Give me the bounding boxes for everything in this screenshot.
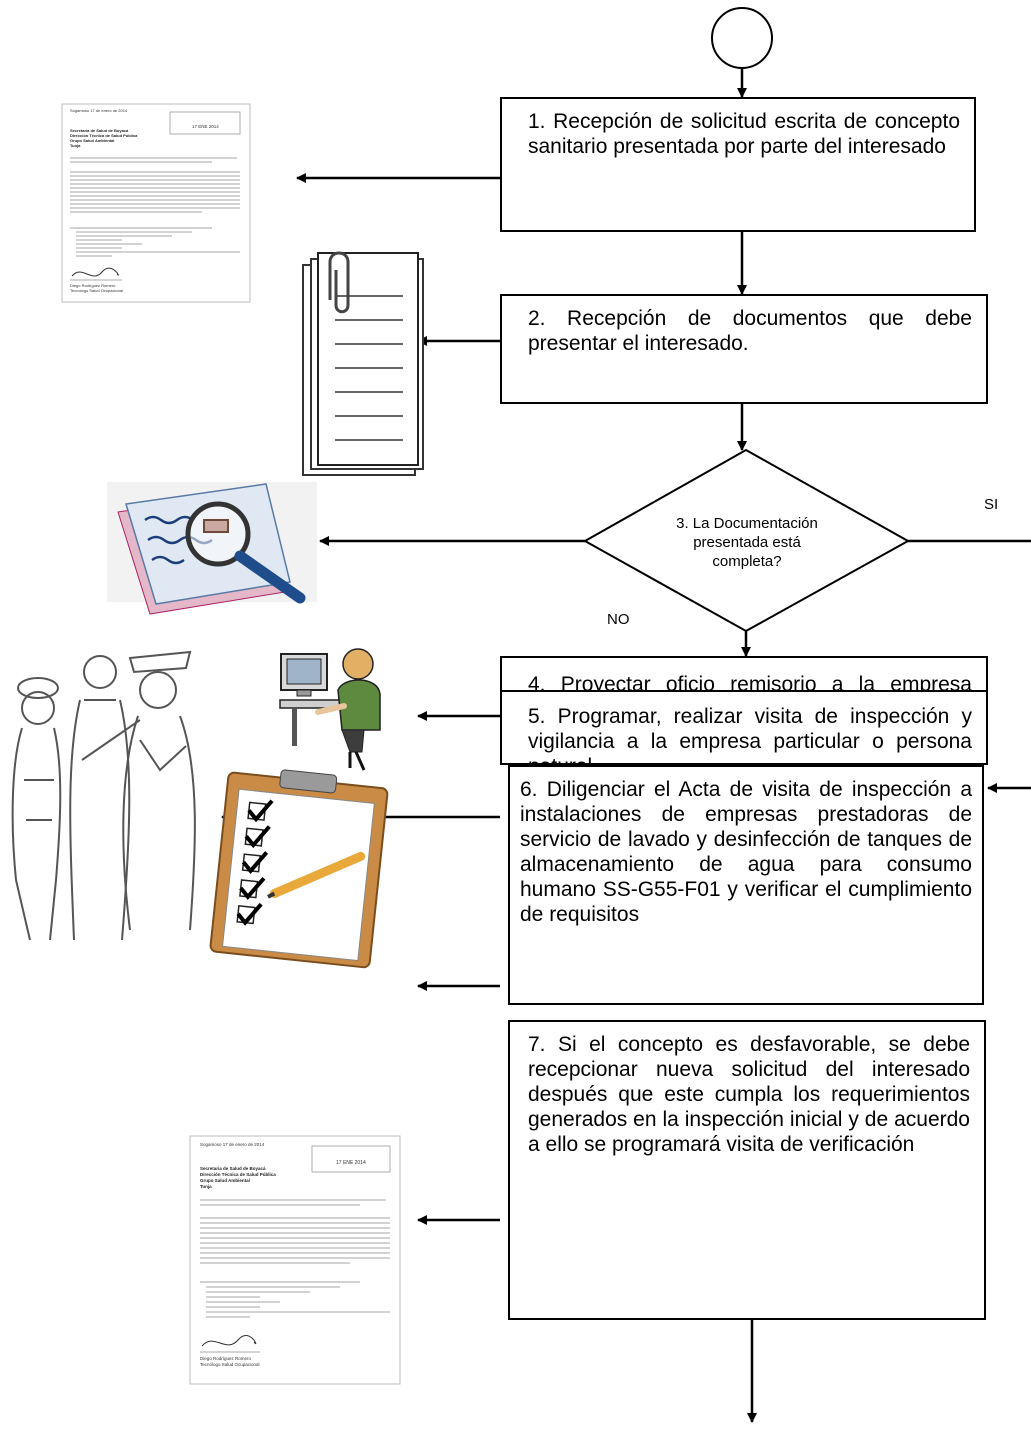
- letter-document-icon: Sogamoso 17 de enero de 2014 17 ENE 2014…: [61, 103, 251, 303]
- letter2-signer-title: Tecnólogo Salud Ocupacional: [200, 1362, 260, 1367]
- step-7-text: 7. Si el concepto es desfavorable, se de…: [528, 1033, 970, 1156]
- step-6-text: 6. Diligenciar el Acta de visita de insp…: [520, 778, 972, 926]
- letter2-recipient-line-1: Secretaria de Salud de Boyacá: [200, 1166, 266, 1171]
- letter2-date: Sogamoso 17 de enero de 2014: [200, 1142, 265, 1147]
- letter-recipient-line-1: Secretaria de Salud de Boyacá: [70, 128, 129, 133]
- checklist-clipboard-icon: [209, 769, 389, 969]
- no-label: NO: [607, 611, 630, 628]
- letter-stamp: 17 ENE 2014: [192, 124, 219, 129]
- letter2-recipient-line-2: Dirección Técnica de Salud Pública: [200, 1172, 276, 1177]
- person-at-computer-icon: [279, 648, 381, 771]
- letter2-recipient-line-4: Tunja: [200, 1184, 212, 1189]
- inspectors-group-icon: [8, 640, 204, 950]
- letter-recipient-line-2: Dirección Técnica de Salud Pública: [70, 133, 138, 138]
- yes-label: SI: [984, 496, 999, 513]
- letter-signer: Diego Rodríguez Romero: [70, 283, 116, 288]
- letter2-recipient-line-3: Grupo Salud Ambiental: [200, 1178, 250, 1183]
- letter-signer-title: Tecnólogo Salud Ocupacional: [70, 288, 123, 293]
- letter-document-icon-2: Sogamoso 17 de enero de 2014 17 ENE 2014…: [189, 1135, 401, 1385]
- step-1-box: 1. Recepción de solicitud escrita de con…: [500, 97, 976, 232]
- step-7-box: 7. Si el concepto es desfavorable, se de…: [508, 1020, 986, 1320]
- step-5-text: 5. Programar, realizar visita de inspecc…: [528, 705, 972, 778]
- letter-recipient-line-3: Grupo Salud Ambiental: [70, 138, 114, 143]
- document-stack-icon: [302, 251, 424, 476]
- document-review-icon: [107, 482, 317, 615]
- letter-date: Sogamoso 17 de enero de 2014: [70, 108, 128, 113]
- letter-recipient-line-4: Tunja: [70, 143, 81, 148]
- step-1-text: 1. Recepción de solicitud escrita de con…: [528, 110, 960, 158]
- step-6-box: 6. Diligenciar el Acta de visita de insp…: [508, 765, 984, 1005]
- step-2-text: 2. Recepción de documentos que debe pres…: [528, 307, 972, 355]
- step-3-text: 3. La Documentación presentada está comp…: [676, 515, 818, 570]
- paperclip-icon: [328, 251, 350, 314]
- start-circle: [711, 7, 773, 69]
- step-2-box: 2. Recepción de documentos que debe pres…: [500, 294, 988, 404]
- letter2-stamp: 17 ENE 2014: [336, 1160, 366, 1166]
- letter2-signer: Diego Rodríguez Romero: [200, 1356, 252, 1361]
- step-5-box: 5. Programar, realizar visita de inspecc…: [500, 690, 988, 778]
